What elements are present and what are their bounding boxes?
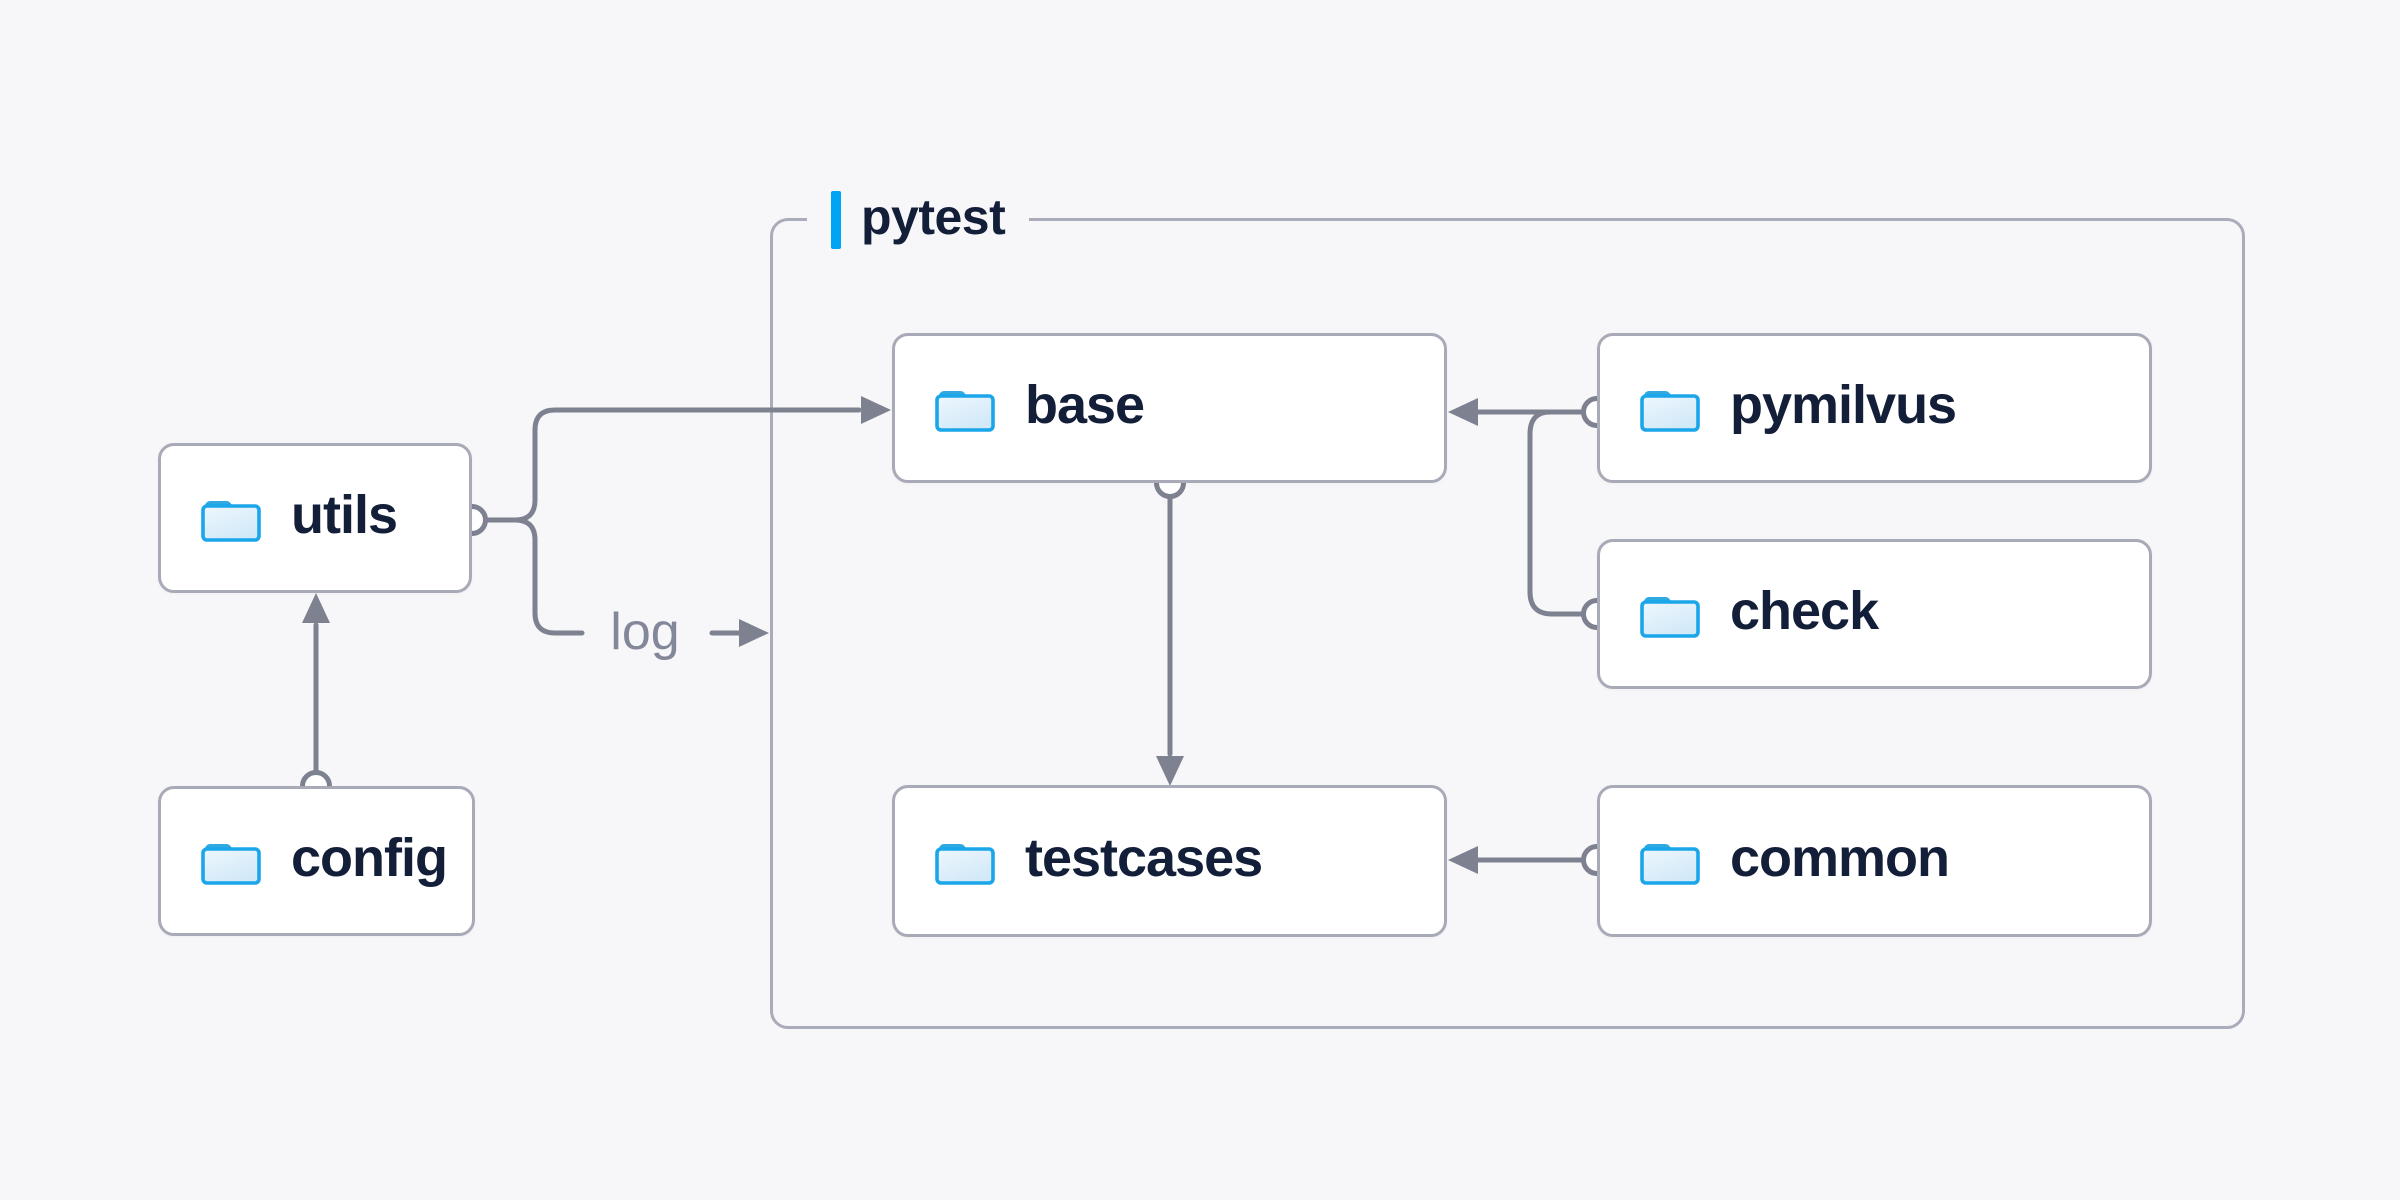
- accent-bar: [831, 191, 841, 249]
- node-testcases: testcases: [892, 785, 1447, 937]
- node-label: check: [1730, 581, 1879, 641]
- pytest-group-label-chip: pytest: [807, 185, 1030, 255]
- folder-icon: [1640, 595, 1700, 638]
- folder-icon: [935, 842, 995, 885]
- log-edge-label: log: [610, 603, 680, 661]
- node-common: common: [1597, 785, 2152, 937]
- arrowhead-log-into-group: [739, 619, 769, 647]
- edge-utils-to-log: [512, 517, 585, 636]
- folder-icon: [201, 499, 261, 542]
- node-label: config: [291, 828, 448, 888]
- pytest-group-box: pytest: [770, 185, 2245, 1029]
- folder-icon: [1640, 842, 1700, 885]
- node-check: check: [1597, 539, 2152, 689]
- node-base: base: [892, 333, 1447, 483]
- folder-icon: [1640, 389, 1700, 432]
- node-label: base: [1025, 375, 1145, 435]
- node-label: common: [1730, 828, 1950, 888]
- node-config: config: [158, 786, 475, 936]
- node-label: testcases: [1025, 828, 1263, 888]
- pytest-group-title: pytest: [861, 189, 1006, 245]
- node-pymilvus: pymilvus: [1597, 333, 2152, 483]
- folder-icon: [201, 842, 261, 885]
- node-label: pymilvus: [1730, 375, 1957, 435]
- node-utils: utils: [158, 443, 472, 593]
- arrowhead-into-utils: [302, 593, 330, 623]
- folder-icon: [935, 389, 995, 432]
- node-label: utils: [291, 485, 398, 545]
